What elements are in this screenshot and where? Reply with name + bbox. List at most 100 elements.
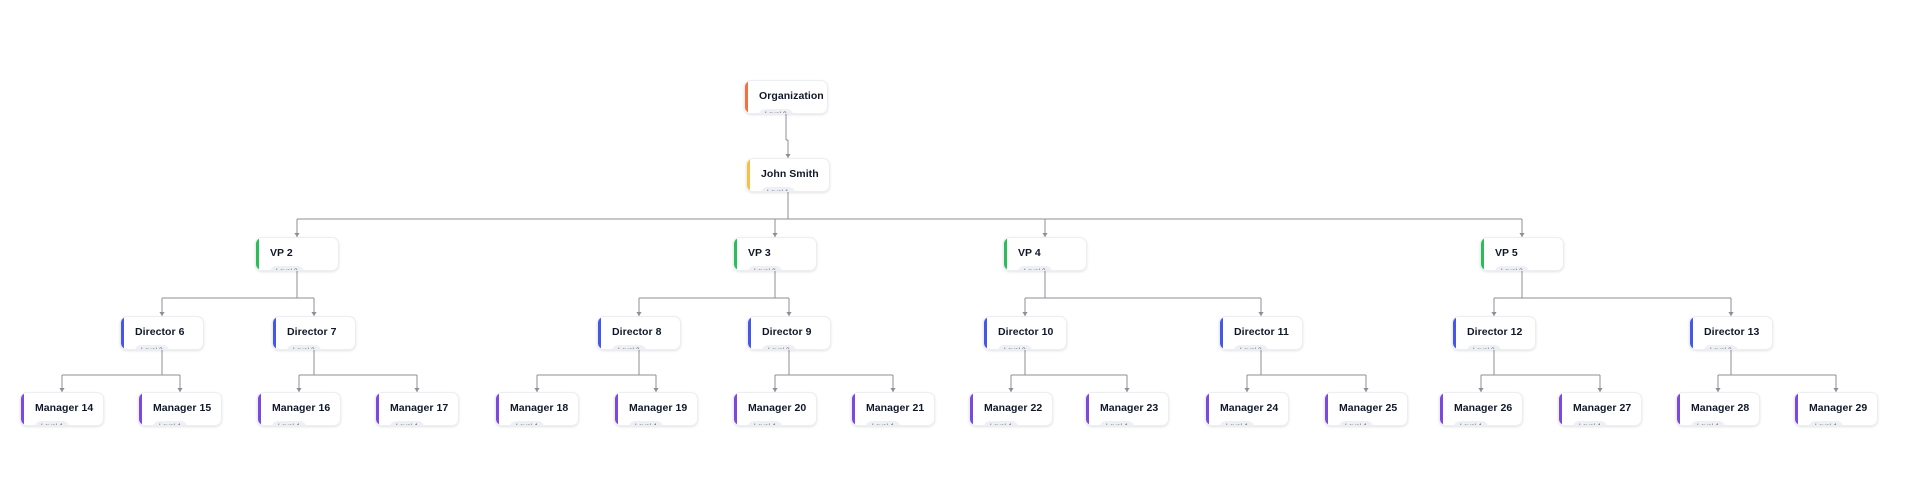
node-body: Director 12 Level 3	[1453, 317, 1535, 349]
node-level-badge: Level 4	[390, 421, 424, 425]
node-title: Director 12	[1467, 326, 1523, 338]
org-node-manager-20[interactable]: Manager 20Level 4	[733, 392, 817, 426]
node-body: Director 7 Level 3	[273, 317, 355, 349]
node-level-badge: Level 4	[1691, 421, 1725, 425]
node-title: VP 2	[270, 247, 293, 259]
node-level-badge: Level 2	[270, 266, 304, 270]
node-title: John Smith	[761, 168, 819, 180]
node-level-badge: Level 4	[984, 421, 1018, 425]
node-body: VP 4 Level 2	[1004, 238, 1086, 270]
node-accent-bar	[1559, 393, 1562, 425]
node-accent-bar	[496, 393, 499, 425]
node-body: Manager 20Level 4	[734, 393, 816, 425]
org-node-director-9[interactable]: Director 9Level 3	[747, 316, 831, 350]
node-title: Director 9	[762, 326, 812, 338]
node-accent-bar	[256, 238, 259, 270]
node-title: Manager 17	[390, 402, 449, 414]
node-body: Manager 22 Level 4	[970, 393, 1052, 425]
node-level-badge: Level 4	[1454, 421, 1488, 425]
node-level-badge: Level 3	[1467, 345, 1501, 349]
org-node-manager-26[interactable]: Manager 26Level 4	[1439, 392, 1523, 426]
org-node-manager-19[interactable]: Manager 19Level 4	[614, 392, 698, 426]
org-node-manager-21[interactable]: Manager 21 Level 4	[851, 392, 935, 426]
node-accent-bar	[1220, 317, 1223, 349]
org-node-organization[interactable]: OrganizationLevel 0	[744, 80, 828, 114]
org-node-manager-23[interactable]: Manager 23Level 4	[1085, 392, 1169, 426]
node-title: Manager 23	[1100, 402, 1159, 414]
node-accent-bar	[258, 393, 261, 425]
node-body: VP 5Level 2	[1481, 238, 1563, 270]
node-level-badge: Level 2	[1018, 266, 1052, 270]
org-node-vp-5[interactable]: VP 5Level 2	[1480, 237, 1564, 271]
org-node-manager-15[interactable]: Manager 15Level 4	[138, 392, 222, 426]
org-node-director-13[interactable]: Director 13Level 3	[1689, 316, 1773, 350]
org-node-manager-22[interactable]: Manager 22 Level 4	[969, 392, 1053, 426]
node-level-badge: Level 0	[759, 109, 793, 113]
node-level-badge: Level 3	[998, 345, 1032, 349]
node-accent-bar	[1453, 317, 1456, 349]
node-title: Manager 15	[153, 402, 212, 414]
node-level-badge: Level 2	[748, 266, 782, 270]
node-title: Organization	[759, 90, 824, 102]
org-node-director-10[interactable]: Director 10 Level 3	[983, 316, 1067, 350]
node-title: Director 7	[287, 326, 337, 338]
node-title: Manager 22	[984, 402, 1043, 414]
org-node-manager-25[interactable]: Manager 25 Level 4	[1324, 392, 1408, 426]
node-body: Manager 23Level 4	[1086, 393, 1168, 425]
org-node-manager-14[interactable]: Manager 14Level 4	[20, 392, 104, 426]
node-level-badge: Level 4	[1339, 421, 1373, 425]
node-title: Director 13	[1704, 326, 1760, 338]
node-body: Director 9Level 3	[748, 317, 830, 349]
node-accent-bar	[615, 393, 618, 425]
node-accent-bar	[598, 317, 601, 349]
org-node-manager-18[interactable]: Manager 18Level 4	[495, 392, 579, 426]
node-title: Director 8	[612, 326, 662, 338]
node-title: VP 4	[1018, 247, 1041, 259]
node-title: Manager 27	[1573, 402, 1632, 414]
node-body: Director 10 Level 3	[984, 317, 1066, 349]
node-accent-bar	[139, 393, 142, 425]
node-body: Director 6 Level 3	[121, 317, 203, 349]
org-node-vp-3[interactable]: VP 3Level 2	[733, 237, 817, 271]
node-title: Manager 25	[1339, 402, 1398, 414]
org-node-manager-17[interactable]: Manager 17 Level 4	[375, 392, 459, 426]
org-node-director-6[interactable]: Director 6 Level 3	[120, 316, 204, 350]
node-accent-bar	[734, 393, 737, 425]
org-node-director-12[interactable]: Director 12 Level 3	[1452, 316, 1536, 350]
node-body: VP 3Level 2	[734, 238, 816, 270]
node-body: Director 11Level 3	[1220, 317, 1302, 349]
node-body: John SmithLevel 1	[747, 159, 829, 191]
org-node-director-7[interactable]: Director 7 Level 3	[272, 316, 356, 350]
node-level-badge: Level 3	[287, 345, 321, 349]
node-title: Manager 20	[748, 402, 807, 414]
node-title: Manager 29	[1809, 402, 1868, 414]
node-body: Manager 26Level 4	[1440, 393, 1522, 425]
node-accent-bar	[1795, 393, 1798, 425]
org-node-manager-28[interactable]: Manager 28 Level 4	[1676, 392, 1760, 426]
node-level-badge: Level 3	[1234, 345, 1268, 349]
org-node-director-11[interactable]: Director 11Level 3	[1219, 316, 1303, 350]
node-accent-bar	[273, 317, 276, 349]
node-title: Manager 28	[1691, 402, 1750, 414]
node-title: Manager 21	[866, 402, 925, 414]
node-level-badge: Level 2	[1495, 266, 1529, 270]
org-node-director-8[interactable]: Director 8Level 3	[597, 316, 681, 350]
org-node-vp-4[interactable]: VP 4 Level 2	[1003, 237, 1087, 271]
org-node-vp-2[interactable]: VP 2 Level 2	[255, 237, 339, 271]
org-node-manager-27[interactable]: Manager 27 Level 4	[1558, 392, 1642, 426]
node-level-badge: Level 4	[1573, 421, 1607, 425]
node-level-badge: Level 4	[866, 421, 900, 425]
node-accent-bar	[1440, 393, 1443, 425]
org-node-manager-24[interactable]: Manager 24Level 4	[1205, 392, 1289, 426]
node-accent-bar	[1086, 393, 1089, 425]
org-node-manager-29[interactable]: Manager 29Level 4	[1794, 392, 1878, 426]
org-node-john-smith[interactable]: John SmithLevel 1	[746, 158, 830, 192]
node-accent-bar	[970, 393, 973, 425]
node-title: Director 10	[998, 326, 1054, 338]
node-level-badge: Level 3	[135, 345, 169, 349]
org-node-manager-16[interactable]: Manager 16Level 4	[257, 392, 341, 426]
node-title: Director 6	[135, 326, 185, 338]
node-body: Manager 27 Level 4	[1559, 393, 1641, 425]
